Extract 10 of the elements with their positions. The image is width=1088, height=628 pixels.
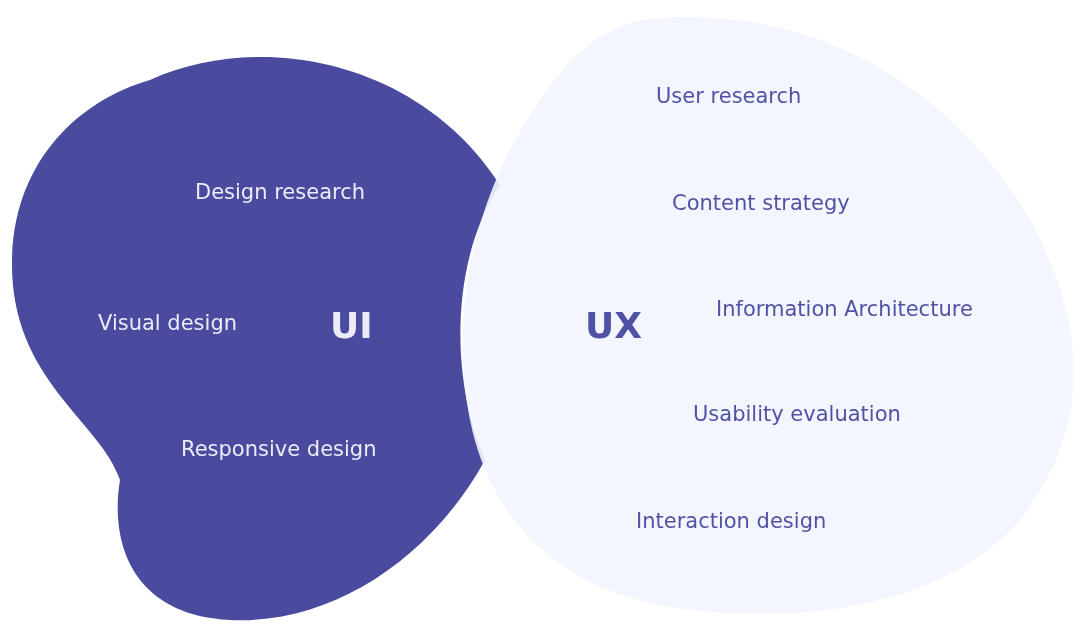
blob-title: UI	[330, 304, 373, 348]
topic-label: Visual design	[98, 311, 238, 337]
topic-label: User research	[656, 84, 802, 110]
topic-label: Information Architecture	[716, 297, 973, 323]
blob-title: UX	[585, 304, 642, 348]
topic-label: Design research	[195, 180, 366, 206]
topic-label: Content strategy	[672, 191, 850, 217]
topic-label: Usability evaluation	[693, 402, 901, 428]
topic-label: Interaction design	[636, 509, 827, 535]
topic-label: Responsive design	[181, 437, 377, 463]
